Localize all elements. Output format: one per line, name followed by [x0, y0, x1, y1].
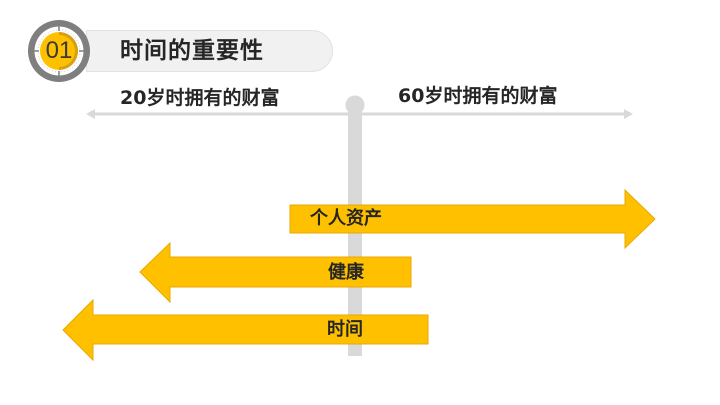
arrow-label-health: 健康 — [328, 262, 364, 283]
section-number: 01 — [45, 37, 73, 64]
arrow-label-assets: 个人资产 — [310, 208, 382, 229]
page-title: 时间的重要性 — [120, 38, 264, 64]
axis-right-arrowhead-icon — [624, 109, 633, 119]
clock-badge-icon — [28, 20, 90, 82]
title-pill — [86, 30, 333, 72]
left-axis-label: 20岁时拥有的财富 — [120, 87, 280, 109]
axis-left-arrowhead-icon — [86, 109, 95, 119]
right-axis-label: 60岁时拥有的财富 — [398, 85, 558, 107]
arrow-assets — [289, 188, 656, 250]
arrow-health — [139, 241, 412, 304]
arrow-time — [62, 298, 429, 362]
arrow-label-time: 时间 — [327, 319, 363, 340]
